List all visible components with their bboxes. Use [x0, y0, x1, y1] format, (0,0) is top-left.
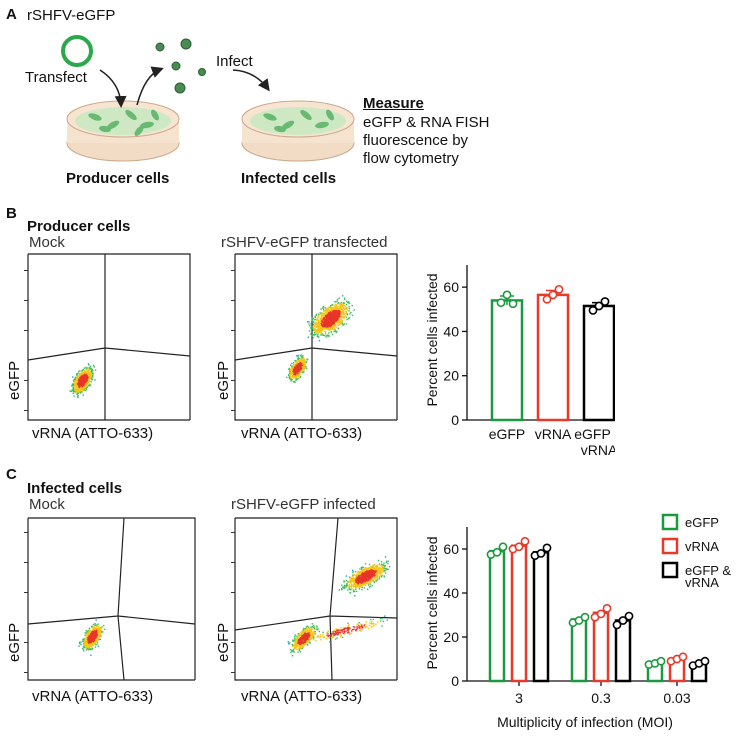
measure-title: Measure	[363, 95, 424, 112]
y-tick-label: 60	[443, 279, 459, 295]
transfect-label: Transfect	[25, 69, 87, 86]
y-axis-label: Percent cells infected	[424, 536, 440, 669]
producer-dish-icon	[66, 100, 180, 162]
panel-b-flow-plots	[24, 253, 398, 421]
bar	[570, 618, 588, 683]
plasmid-label: rSHFV-eGFP	[27, 7, 116, 24]
y-axis-label: Percent cells infected	[424, 273, 440, 406]
measure-line-3: flow cytometry	[363, 150, 459, 167]
data-point	[600, 297, 610, 306]
bar	[488, 549, 506, 683]
plasmid-ring-icon	[61, 35, 93, 67]
x-axis-label: Multiplicity of infection (MOI)	[497, 714, 673, 730]
y-tick-label: 20	[443, 368, 459, 384]
data-point	[536, 549, 546, 558]
panel-b-flow-dots	[69, 295, 355, 399]
y-tick-label: 40	[443, 323, 459, 339]
data-point	[542, 294, 552, 304]
legend-label: eGFP &	[685, 563, 731, 578]
x-tick-label: eGFP &	[574, 426, 615, 442]
data-point	[594, 301, 604, 311]
panel-c-mock-y-label: eGFP	[6, 622, 23, 662]
data-point	[514, 542, 524, 552]
legend-label: vRNA	[685, 575, 719, 590]
schematic-illustration	[66, 38, 355, 162]
data-point	[496, 298, 506, 308]
bar	[614, 619, 632, 683]
panel-b-mock-label: Mock	[29, 234, 65, 251]
bar	[532, 551, 550, 683]
measure-line-1: eGFP & RNA FISH	[363, 114, 490, 131]
panel-c-treated-x-label: vRNA (ATTO-633)	[241, 688, 363, 705]
infected-cells-label: Infected cells	[241, 170, 337, 187]
release-arrow-icon	[136, 66, 164, 106]
panel-b-treated-y-label: eGFP	[215, 360, 232, 400]
panel-c-flow-plots	[24, 517, 398, 681]
x-tick-label: eGFP	[489, 426, 526, 442]
panel-c-treated-label: rSHFV-eGFP infected	[231, 496, 376, 513]
producer-cells-label: Producer cells	[66, 170, 170, 187]
panel-b-treated-label: rSHFV-eGFP transfected	[221, 234, 388, 251]
bar	[510, 544, 528, 683]
infected-dish-icon	[241, 100, 355, 162]
data-point	[656, 656, 666, 666]
panel-label-a: A	[6, 6, 17, 23]
data-point	[596, 609, 606, 619]
panel-b-treated-x-label: vRNA (ATTO-633)	[241, 425, 363, 442]
virus-particles-icon	[155, 38, 206, 94]
bar	[582, 304, 615, 422]
data-point	[508, 299, 518, 309]
panel-b-mock-y-label: eGFP	[6, 360, 23, 400]
x-tick-label: vRNA	[535, 426, 572, 442]
legend-label: vRNA	[685, 539, 719, 554]
data-point	[580, 612, 590, 622]
data-point	[624, 611, 634, 621]
data-point	[542, 543, 552, 553]
data-point	[492, 547, 502, 557]
data-point	[602, 604, 612, 613]
data-point	[678, 652, 688, 662]
data-point	[612, 620, 622, 630]
data-point	[520, 536, 530, 546]
panel-label-c: C	[6, 466, 17, 483]
y-tick-label: 60	[443, 541, 459, 557]
transfect-arrow-icon	[99, 69, 127, 108]
measure-line-2: fluorescence by	[363, 132, 469, 149]
y-tick-label: 0	[451, 412, 459, 428]
panel-c-mock-x-label: vRNA (ATTO-633)	[32, 688, 154, 705]
bar	[592, 611, 610, 683]
data-point	[502, 290, 512, 300]
data-point	[618, 616, 628, 625]
panel-label-b: B	[6, 205, 17, 222]
data-point	[700, 656, 710, 666]
y-tick-label: 20	[443, 629, 459, 645]
bar	[536, 293, 570, 422]
panel-c-heading: Infected cells	[27, 480, 123, 497]
panel-c-mock-label: Mock	[29, 496, 65, 513]
data-point	[554, 284, 564, 294]
y-tick-label: 0	[451, 673, 459, 689]
legend-swatch	[661, 513, 679, 531]
x-tick-label: 0.3	[591, 690, 611, 706]
infect-arrow-icon	[232, 69, 270, 92]
x-tick-label: vRNA	[581, 442, 615, 458]
legend-swatch	[661, 537, 679, 555]
x-tick-label: 3	[515, 690, 523, 706]
panel-c-treated-y-label: eGFP	[215, 622, 232, 662]
legend-swatch	[661, 561, 679, 579]
infect-label: Infect	[216, 53, 253, 70]
panel-c-flow-dots	[78, 556, 391, 657]
y-tick-label: 40	[443, 585, 459, 601]
data-point	[588, 305, 598, 315]
legend-label: eGFP	[685, 515, 719, 530]
data-point	[548, 290, 558, 300]
panel-b-mock-x-label: vRNA (ATTO-633)	[32, 425, 154, 442]
x-tick-label: 0.03	[663, 690, 690, 706]
bar	[490, 299, 524, 422]
data-point	[498, 542, 508, 552]
panel-b-heading: Producer cells	[27, 218, 131, 235]
